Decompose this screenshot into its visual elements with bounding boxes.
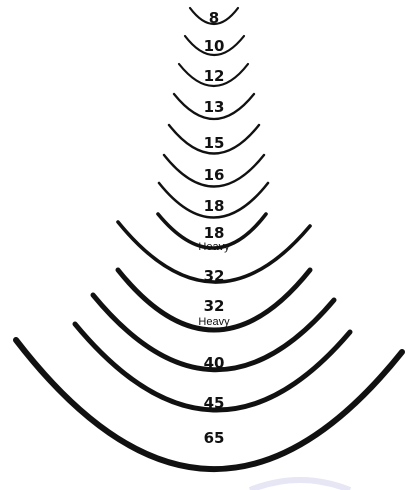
watermark-arc bbox=[250, 480, 350, 490]
needle-15: 15 bbox=[169, 125, 259, 154]
needle-32-heavy-sublabel: Heavy bbox=[198, 316, 230, 328]
needle-32-heavy-label: 32 bbox=[204, 297, 225, 315]
needle-65-label: 65 bbox=[204, 429, 225, 447]
needle-18-heavy-sublabel: Heavy bbox=[198, 241, 230, 253]
needle-16-label: 16 bbox=[204, 166, 225, 184]
needle-12-label: 12 bbox=[204, 67, 225, 85]
needle-13-label: 13 bbox=[204, 98, 225, 116]
needle-40-label: 40 bbox=[204, 354, 225, 372]
needle-10: 10 bbox=[185, 36, 244, 55]
needle-32-label: 32 bbox=[204, 267, 225, 285]
needle-8-label: 8 bbox=[209, 9, 219, 27]
needle-18-heavy-label: 18 bbox=[204, 224, 225, 242]
needle-13: 13 bbox=[174, 94, 254, 119]
needle-18: 18 bbox=[159, 183, 268, 218]
needle-45-label: 45 bbox=[204, 394, 225, 412]
needle-8: 8 bbox=[190, 8, 238, 27]
needle-18-heavy: 18 Heavy bbox=[158, 214, 266, 253]
needle-16: 16 bbox=[164, 155, 264, 187]
needle-12: 12 bbox=[179, 64, 248, 86]
needle-10-label: 10 bbox=[204, 37, 225, 55]
needle-18-label: 18 bbox=[204, 197, 225, 215]
needle-15-label: 15 bbox=[204, 134, 225, 152]
